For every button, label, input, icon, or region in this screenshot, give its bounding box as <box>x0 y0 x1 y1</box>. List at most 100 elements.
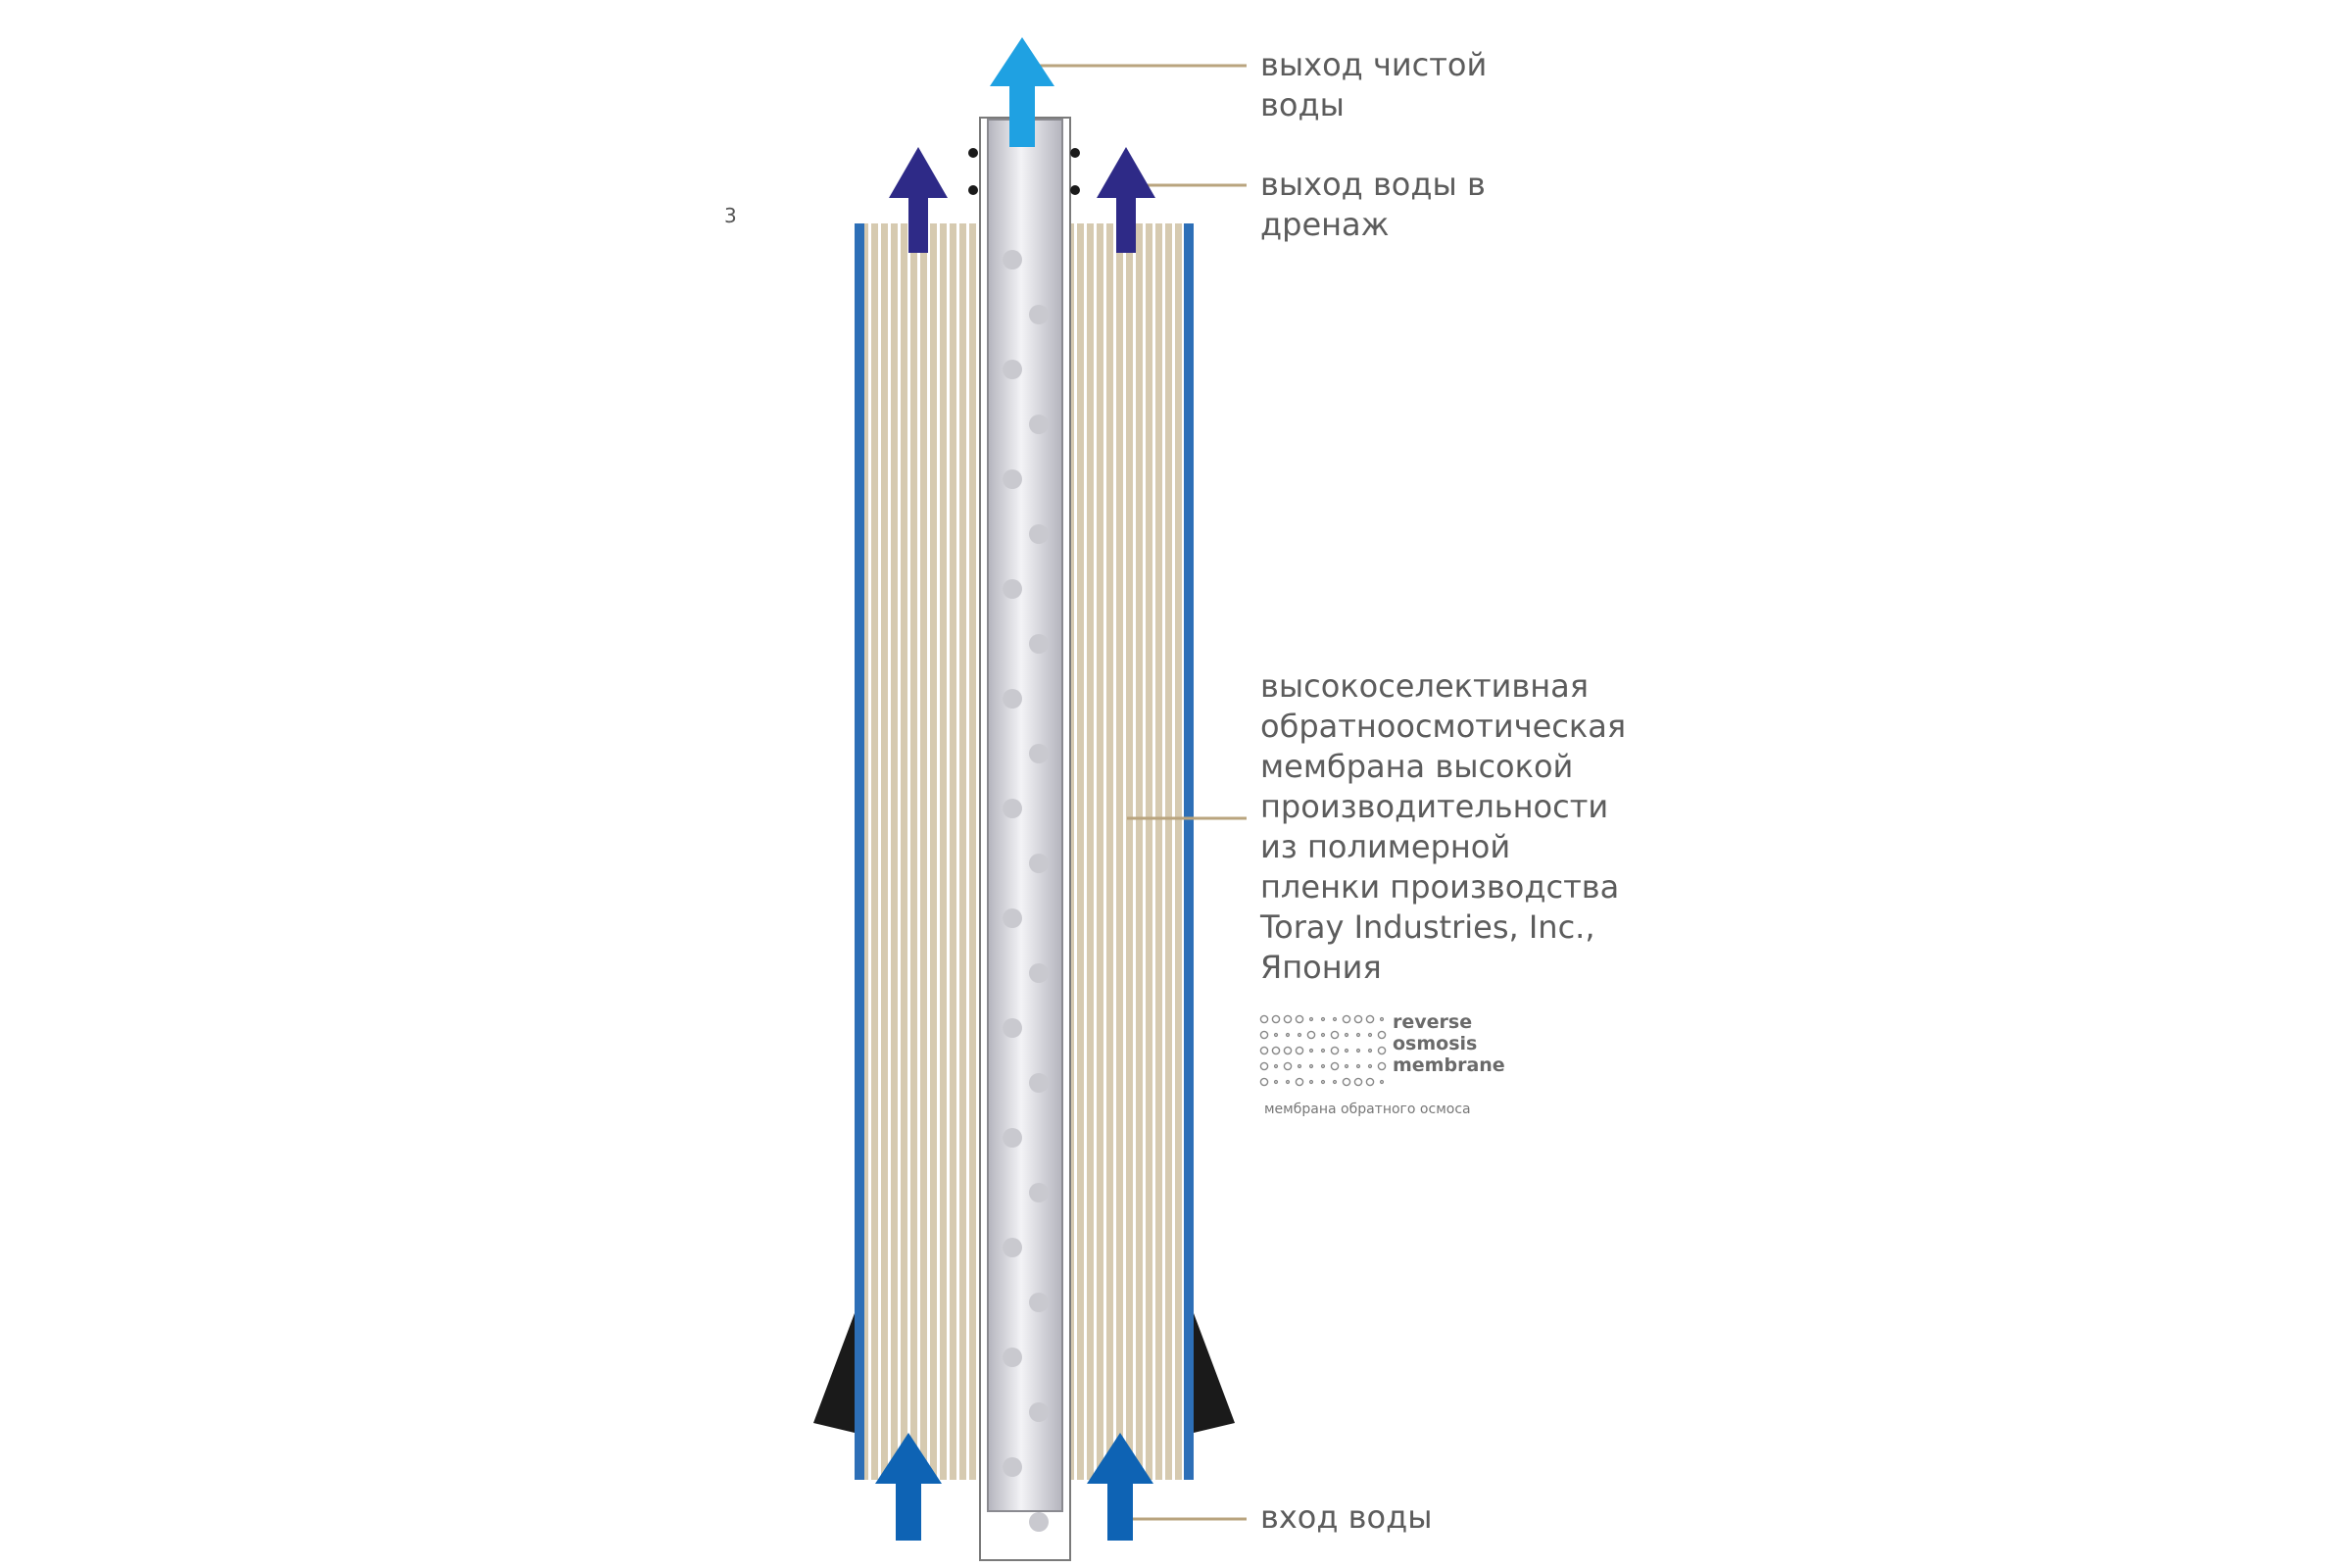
tube-hole <box>1003 360 1022 379</box>
logo-dot <box>1377 1046 1387 1055</box>
logo-dot <box>1379 1079 1385 1085</box>
logo-dot <box>1365 1014 1375 1024</box>
logo-dot <box>1367 1063 1373 1069</box>
logo-dot <box>1297 1063 1302 1069</box>
logo-dot <box>1271 1014 1281 1024</box>
tube-hole <box>1003 1018 1022 1038</box>
tube-hole <box>1029 1293 1049 1312</box>
tube-hole <box>1003 250 1022 270</box>
logo-dot <box>1295 1014 1304 1024</box>
membrane-left <box>864 223 984 1480</box>
logo-caption: мембрана обратного осмоса <box>1264 1102 1471 1117</box>
logo-dot <box>1320 1016 1326 1022</box>
logo-dot <box>1320 1032 1326 1038</box>
brine-seal-right-icon <box>1194 1313 1235 1433</box>
tube-hole <box>1029 524 1049 544</box>
logo-dot <box>1353 1077 1363 1087</box>
dot-matrix-logo-icon <box>1259 1014 1387 1087</box>
logo-dot <box>1295 1077 1304 1087</box>
logo-word-reverse: reverse <box>1393 1011 1473 1033</box>
logo-dot <box>1308 1016 1314 1022</box>
tube-hole <box>1003 1348 1022 1367</box>
label-drain-out: выход воды в дренаж <box>1260 166 1486 243</box>
brine-seal-left-icon <box>813 1313 855 1433</box>
logo-dot <box>1377 1061 1387 1071</box>
logo-dot <box>1344 1048 1349 1054</box>
logo-dot <box>1342 1077 1351 1087</box>
permeate-tube <box>987 119 1063 1512</box>
drain-arrow-left-icon <box>889 147 948 253</box>
logo-dot <box>1285 1079 1291 1085</box>
tube-hole <box>1029 854 1049 873</box>
logo-dot <box>1295 1046 1304 1055</box>
logo-dot <box>1320 1079 1326 1085</box>
tube-hole <box>1029 963 1049 983</box>
logo-dot <box>1283 1061 1293 1071</box>
tube-hole <box>1029 305 1049 324</box>
logo-dot <box>1355 1063 1361 1069</box>
clean-water-arrow-icon <box>990 37 1054 147</box>
logo-dot <box>1344 1032 1349 1038</box>
logo-word-membrane: membrane <box>1393 1054 1505 1076</box>
tube-hole <box>1003 1238 1022 1257</box>
tube-hole <box>1003 799 1022 818</box>
drain-arrow-right-icon <box>1097 147 1155 253</box>
housing-wall-right <box>1184 223 1194 1480</box>
logo-dot <box>1353 1014 1363 1024</box>
o-ring-seals <box>968 148 1080 195</box>
logo-dot <box>1355 1032 1361 1038</box>
logo-dot <box>1259 1061 1269 1071</box>
logo-dot <box>1285 1032 1291 1038</box>
logo-dot <box>1330 1030 1340 1040</box>
logo-dot <box>1259 1046 1269 1055</box>
logo-dot <box>1332 1079 1338 1085</box>
label-clean-water-out: выход чистой воды <box>1260 46 1488 123</box>
logo-dot <box>1332 1016 1338 1022</box>
tube-hole <box>1029 744 1049 763</box>
tube-hole <box>1003 908 1022 928</box>
logo-dot <box>1259 1014 1269 1024</box>
logo-dot <box>1355 1048 1361 1054</box>
label-membrane: высокоселективная обратноосмотическая ме… <box>1260 667 1627 986</box>
logo-dot <box>1367 1048 1373 1054</box>
tube-hole <box>1003 1128 1022 1148</box>
logo-dot <box>1344 1063 1349 1069</box>
logo-dot <box>1379 1016 1385 1022</box>
housing-wall-left <box>855 223 864 1480</box>
inlet-arrow-left-icon <box>875 1433 942 1541</box>
logo-dot <box>1308 1063 1314 1069</box>
tube-hole <box>1029 1073 1049 1093</box>
logo-dot <box>1306 1030 1316 1040</box>
tube-hole <box>1003 1457 1022 1477</box>
logo-dot <box>1273 1079 1279 1085</box>
tube-hole <box>1029 415 1049 434</box>
logo-dot <box>1342 1014 1351 1024</box>
tube-hole <box>1003 469 1022 489</box>
logo-dot <box>1377 1030 1387 1040</box>
logo-dot <box>1367 1032 1373 1038</box>
tube-hole <box>1003 689 1022 709</box>
tube-hole <box>1003 579 1022 599</box>
inlet-arrow-right-icon <box>1087 1433 1153 1541</box>
tube-holes <box>1003 250 1049 1532</box>
logo-dot <box>1273 1063 1279 1069</box>
logo-dot <box>1271 1046 1281 1055</box>
logo-word-osmosis: osmosis <box>1393 1033 1478 1054</box>
tube-hole <box>1029 1183 1049 1202</box>
logo-dot <box>1283 1014 1293 1024</box>
logo-dot <box>1308 1079 1314 1085</box>
logo-dot <box>1320 1063 1326 1069</box>
logo-dot <box>1308 1048 1314 1054</box>
logo-dot <box>1330 1046 1340 1055</box>
tube-hole <box>1029 1512 1049 1532</box>
label-water-in: вход воды <box>1260 1498 1433 1536</box>
logo-dot <box>1259 1030 1269 1040</box>
logo-dot <box>1283 1046 1293 1055</box>
logo-dot <box>1365 1077 1375 1087</box>
tube-hole <box>1029 1402 1049 1422</box>
stray-mark: 3 <box>724 204 737 227</box>
tube-hole <box>1029 634 1049 654</box>
logo-dot <box>1273 1032 1279 1038</box>
membrane-right <box>1066 223 1184 1480</box>
